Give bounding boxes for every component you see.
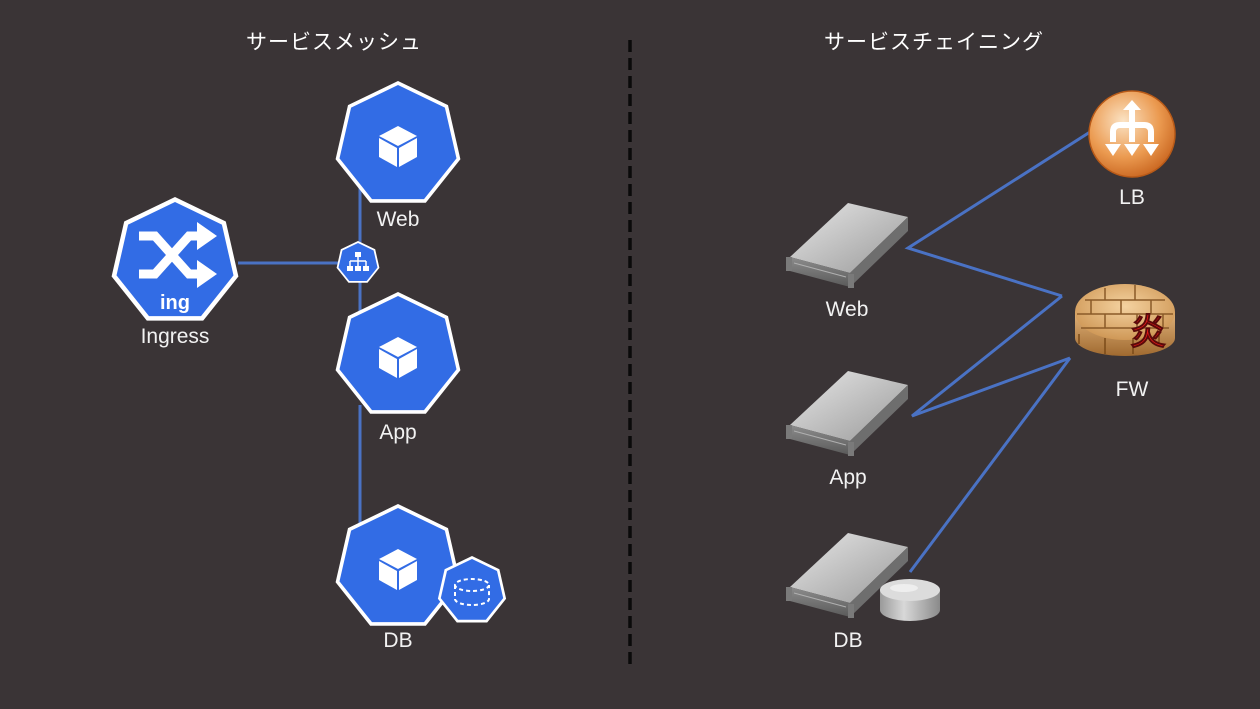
- lb-node[interactable]: [1088, 90, 1176, 178]
- mesh-web-label: Web: [376, 208, 420, 231]
- ingress-node[interactable]: ing: [111, 197, 239, 321]
- service-hub-node[interactable]: [336, 241, 380, 283]
- ingress-badge: ing: [160, 292, 190, 314]
- ingress-label: Ingress: [140, 325, 210, 348]
- chain-app-server[interactable]: [785, 370, 909, 457]
- fw-label: FW: [1115, 378, 1149, 401]
- connector-fw-db: [908, 357, 1072, 573]
- chain-app-label: App: [829, 466, 867, 489]
- mesh-web-node[interactable]: [335, 81, 461, 203]
- rack-server-icon: [785, 370, 909, 457]
- connector-fw-app-fw: [911, 294, 1071, 418]
- mesh-db-node[interactable]: [335, 504, 461, 626]
- chain-web-server[interactable]: [785, 202, 909, 289]
- mesh-db-label: DB: [383, 629, 413, 652]
- service-chaining-title: サービスチェイニング: [824, 30, 1044, 54]
- fire-glyph: 炎: [1130, 311, 1166, 353]
- mesh-app-label: App: [379, 421, 417, 444]
- chain-db-label: DB: [833, 629, 863, 652]
- connector-lb-web-fw: [904, 130, 1091, 298]
- rack-server-icon: [785, 202, 909, 289]
- firewall-icon: [1077, 285, 1173, 354]
- database-disk-icon: [880, 579, 940, 621]
- mesh-connectors: [238, 188, 362, 528]
- chain-connectors: [904, 130, 1091, 573]
- network-tree-icon: [347, 252, 369, 271]
- lb-label: LB: [1119, 186, 1145, 209]
- fw-node[interactable]: 炎: [1075, 284, 1175, 356]
- volume-node[interactable]: [437, 556, 507, 623]
- shuffle-arrows-icon: [139, 231, 201, 279]
- service-mesh-title: サービスメッシュ: [246, 30, 422, 54]
- chain-web-label: Web: [825, 298, 869, 321]
- mesh-app-node[interactable]: [335, 292, 461, 414]
- load-balancer-icon: [1105, 100, 1159, 156]
- storage-volume-icon: [454, 578, 490, 606]
